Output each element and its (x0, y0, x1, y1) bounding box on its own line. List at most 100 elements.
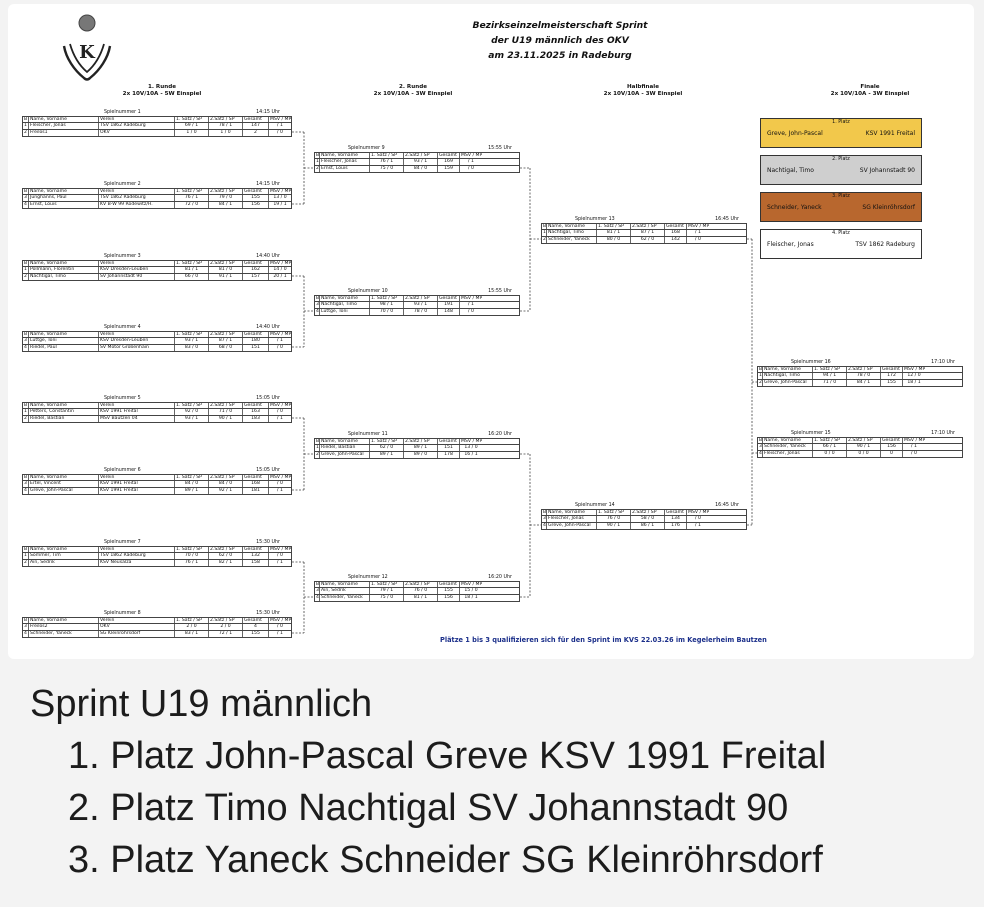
table-cell: / 0 (468, 309, 474, 314)
table-cell: Name, Vorname (29, 117, 99, 122)
table-cell: 98 / 1 (370, 302, 404, 308)
table-cell: 148 (438, 309, 460, 315)
table-cell: Riedel, Bastian (320, 445, 370, 451)
table-cell: 163 (243, 409, 269, 415)
table-cell: Fleischer, Jonas (763, 451, 813, 457)
table-cell: Verein (99, 547, 175, 552)
svg-text:K: K (79, 42, 96, 63)
table-cell: 83 / 0 (175, 345, 209, 351)
table-cell: 157 (243, 274, 269, 280)
table-cell: 168 (243, 481, 269, 487)
table-cell: Greve, John-Pascal (29, 488, 99, 494)
match-time: 15:05 Uhr (256, 396, 280, 401)
table-cell: 1 / 0 (175, 130, 209, 136)
table-cell: TSV 1862 Radeburg (99, 553, 175, 559)
table-cell: / 1 (277, 338, 283, 343)
table-cell: 1 (23, 267, 29, 273)
table-cell: KSV Neusalza (99, 560, 175, 566)
match-time: 15:30 Uhr (256, 611, 280, 616)
table-cell: Name, Vorname (29, 475, 99, 480)
match-time: 16:45 Uhr (715, 503, 739, 508)
table-cell: Gesamt (665, 510, 687, 515)
table-cell: 2 (23, 130, 29, 136)
match-time: 15:05 Uhr (256, 468, 280, 473)
table-cell: 81 / 0 (209, 267, 243, 273)
table-cell: 2.Satz / SP (404, 582, 438, 587)
table-cell: 2.Satz / SP (209, 261, 243, 266)
table-cell: 1. Satz / SP (370, 439, 404, 444)
table-cell: 1 (23, 553, 29, 559)
table-cell: / 1 (277, 560, 283, 565)
table-cell: 172 (881, 373, 903, 379)
table-cell: MSV / MP (270, 547, 291, 552)
match-time: 15:55 Uhr (488, 289, 512, 294)
table-cell: B (316, 439, 320, 444)
table-cell: 3 (23, 195, 29, 201)
table-cell: 1. Satz / SP (175, 547, 209, 552)
table-cell: 84 / 0 (404, 166, 438, 172)
table-cell: 142 (665, 237, 687, 243)
match-time: 16:20 Uhr (488, 575, 512, 580)
table-cell: 93 / 1 (175, 338, 209, 344)
table-cell: B (24, 547, 29, 552)
table-cell: 91 / 1 (209, 274, 243, 280)
qualification-note: Plätze 1 bis 3 qualifizieren sich für de… (440, 636, 767, 644)
table-cell: SV Motor Großenhain (99, 345, 175, 351)
table-cell: Name, Vorname (29, 261, 99, 266)
table-cell: 75 / 0 (370, 595, 404, 601)
table-cell: Schneider, Yaneck (320, 595, 370, 601)
table-cell: B (24, 332, 29, 337)
table-cell: Schneider, Yaneck (29, 631, 99, 637)
table-cell: 81 / 1 (175, 267, 209, 273)
table-cell: 81 / 1 (404, 595, 438, 601)
table-cell: 76 / 1 (175, 560, 209, 566)
table-cell: Petters, Constantin (29, 409, 99, 415)
table-cell: MSV / MP (461, 582, 482, 587)
table-cell: Ain, Sedrik (29, 560, 99, 566)
table-cell: 155 (243, 631, 269, 637)
table-cell: MSV / MP (270, 618, 291, 623)
table-cell: Gesamt (243, 547, 269, 552)
match-time: 14:15 Uhr (256, 182, 280, 187)
table-cell: B (759, 438, 763, 443)
table-cell: / 0 (468, 166, 474, 171)
table-cell: 75 / 0 (370, 166, 404, 172)
table-cell: 2.Satz / SP (404, 439, 438, 444)
table-cell: B (24, 117, 29, 122)
table-cell: 93 / 1 (175, 416, 209, 422)
table-cell: 156 (438, 595, 460, 601)
table-cell: MSV / MP (461, 296, 482, 301)
table-cell: 1. Satz / SP (175, 332, 209, 337)
table-cell: 1 (759, 373, 763, 379)
table-cell: 84 / 1 (847, 380, 881, 386)
table-cell: 4 (759, 451, 763, 457)
match-number: Spielnummer 3 (104, 254, 141, 259)
